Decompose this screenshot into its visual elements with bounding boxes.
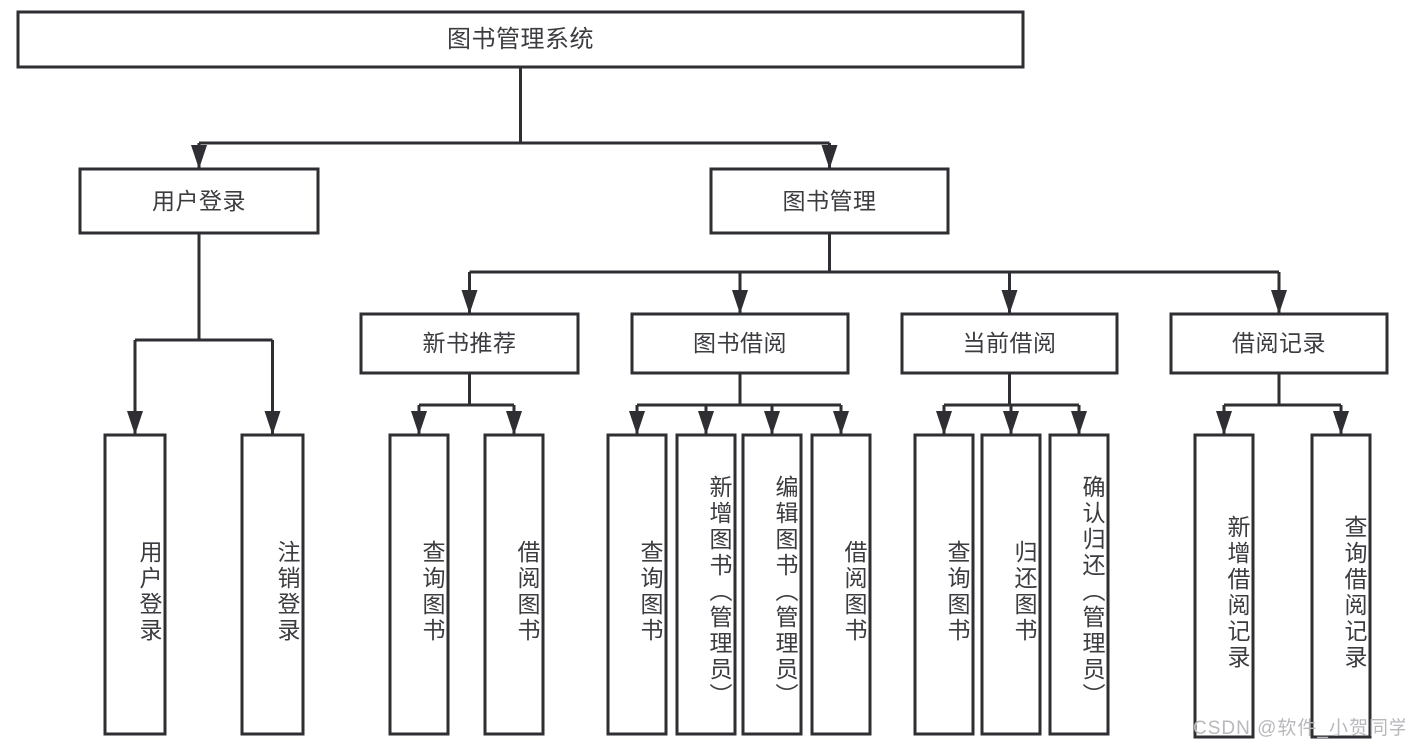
- node-box-root[interactable]: [16, 10, 1025, 69]
- node-box-leaf-edit-book[interactable]: [741, 433, 803, 736]
- arrow-head-icon: [506, 411, 522, 435]
- node-layer: [16, 10, 1389, 739]
- arrow-head-icon: [264, 411, 281, 435]
- arrow-head-icon: [698, 411, 714, 435]
- node-box-leaf-borrow-book-2[interactable]: [810, 433, 872, 736]
- node-box-leaf-return-book[interactable]: [980, 433, 1042, 736]
- node-box-leaf-confirm-return[interactable]: [1048, 433, 1110, 736]
- arrow-head-icon: [461, 290, 478, 314]
- node-box-leaf-query-record[interactable]: [1310, 433, 1372, 739]
- arrow-head-icon: [764, 411, 780, 435]
- arrow-head-icon: [833, 411, 849, 435]
- node-box-book-borrow[interactable]: [630, 312, 850, 375]
- node-box-leaf-query-book-1[interactable]: [388, 433, 450, 736]
- node-box-current-borrow[interactable]: [900, 312, 1119, 375]
- arrow-head-icon: [732, 290, 748, 314]
- node-box-leaf-logout[interactable]: [240, 433, 305, 736]
- node-box-user-login[interactable]: [78, 167, 320, 235]
- node-box-leaf-query-book-3[interactable]: [913, 433, 975, 736]
- node-box-leaf-user-login[interactable]: [103, 433, 167, 736]
- node-box-leaf-query-book-2[interactable]: [606, 433, 668, 736]
- arrow-head-icon: [1003, 411, 1019, 435]
- arrow-head-icon: [936, 411, 952, 435]
- arrow-head-icon: [1071, 411, 1087, 435]
- node-box-new-book-rec[interactable]: [359, 312, 580, 375]
- node-box-leaf-borrow-book-1[interactable]: [483, 433, 545, 736]
- node-box-borrow-record[interactable]: [1169, 312, 1389, 375]
- node-box-book-manage[interactable]: [709, 167, 950, 235]
- edge-layer: [127, 67, 1349, 435]
- arrow-head-icon: [191, 145, 207, 169]
- arrow-head-icon: [1216, 411, 1232, 435]
- node-box-leaf-add-record[interactable]: [1193, 433, 1255, 739]
- arrow-head-icon: [127, 411, 143, 435]
- arrow-head-icon: [821, 145, 838, 169]
- arrow-head-icon: [411, 411, 427, 435]
- arrow-head-icon: [1271, 290, 1287, 314]
- arrow-head-icon: [1333, 411, 1349, 435]
- node-box-leaf-add-book[interactable]: [675, 433, 737, 736]
- arrow-head-icon: [1001, 290, 1018, 314]
- arrow-head-icon: [629, 411, 645, 435]
